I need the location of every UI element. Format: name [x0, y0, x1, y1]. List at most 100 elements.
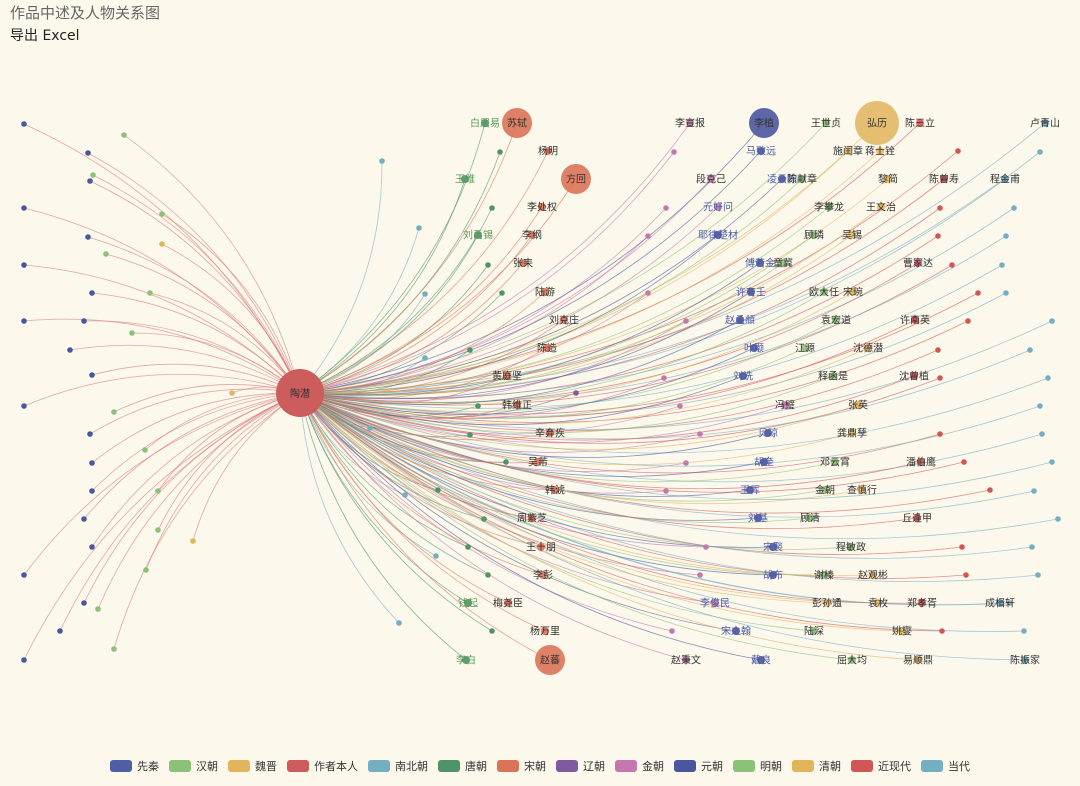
leaf-node-dot[interactable] [121, 132, 127, 138]
leaf-node-dot[interactable] [1021, 628, 1027, 634]
leaf-node-dot[interactable] [155, 488, 161, 494]
leaf-node-dot[interactable] [573, 390, 579, 396]
person-node[interactable]: 李处权 [527, 201, 557, 214]
person-node[interactable]: 刘禹锡 [463, 229, 493, 242]
person-node-circle[interactable] [917, 458, 925, 466]
leaf-node-dot[interactable] [1007, 600, 1013, 606]
leaf-node-dot[interactable] [937, 205, 943, 211]
leaf-node-dot[interactable] [661, 375, 667, 381]
person-node[interactable]: 李宣报 [675, 117, 705, 130]
legend-item[interactable]: 辽朝 [556, 758, 605, 774]
leaf-node-dot[interactable] [965, 318, 971, 324]
person-node[interactable]: 赵秉文 [671, 654, 701, 667]
person-node-circle[interactable] [801, 344, 809, 352]
leaf-node-dot[interactable] [499, 290, 505, 296]
leaf-node-dot[interactable] [95, 606, 101, 612]
person-node[interactable]: 李白 [456, 654, 476, 667]
person-node[interactable]: 袁枚 [868, 597, 888, 610]
leaf-node-dot[interactable] [669, 628, 675, 634]
legend-item[interactable]: 元朝 [674, 758, 723, 774]
person-node[interactable]: 傅若金 [745, 257, 775, 270]
legend-item[interactable]: 先秦 [110, 758, 159, 774]
person-node-circle[interactable] [464, 599, 472, 607]
leaf-node-dot[interactable] [416, 225, 422, 231]
person-node[interactable]: 许南英 [900, 314, 930, 327]
person-node[interactable]: 陆深 [804, 625, 824, 638]
leaf-node-dot[interactable] [489, 628, 495, 634]
person-node-circle[interactable] [876, 147, 884, 155]
person-node[interactable]: 黄庭坚 [492, 370, 522, 383]
legend-item[interactable]: 宋朝 [497, 758, 546, 774]
person-node[interactable]: 王文治 [866, 201, 896, 214]
person-node-circle[interactable] [504, 599, 512, 607]
person-node-circle[interactable] [798, 175, 806, 183]
person-node-circle[interactable] [714, 231, 722, 239]
person-node-circle[interactable] [769, 543, 777, 551]
person-node-circle[interactable] [528, 514, 536, 522]
leaf-node-dot[interactable] [67, 347, 73, 353]
person-node[interactable]: 辛弃疾 [535, 427, 565, 440]
person-node-circle[interactable] [749, 108, 779, 138]
person-node-circle[interactable] [914, 656, 922, 664]
person-node[interactable]: 顾璘 [804, 229, 824, 242]
person-node-circle[interactable] [810, 231, 818, 239]
person-node[interactable]: 刘基 [748, 512, 768, 525]
leaf-node-dot[interactable] [155, 527, 161, 533]
person-node[interactable]: 顾清 [800, 512, 820, 525]
person-node-circle[interactable] [474, 231, 482, 239]
person-node[interactable]: 胡布 [763, 569, 783, 582]
leaf-node-dot[interactable] [81, 600, 87, 606]
person-node-circle[interactable] [461, 175, 469, 183]
leaf-node-dot[interactable] [485, 262, 491, 268]
person-node-circle[interactable] [764, 429, 772, 437]
person-node-circle[interactable] [732, 627, 740, 635]
person-node[interactable]: 王十朋 [526, 541, 556, 554]
person-node-circle[interactable] [829, 372, 837, 380]
person-node-circle[interactable] [503, 372, 511, 380]
person-node-circle[interactable] [534, 458, 542, 466]
person-node-circle[interactable] [810, 627, 818, 635]
person-node[interactable]: 李攀龙 [814, 201, 844, 214]
leaf-node-dot[interactable] [87, 431, 93, 437]
person-node[interactable]: 王维 [455, 173, 475, 186]
leaf-node-dot[interactable] [497, 149, 503, 155]
person-node[interactable]: 屈大均 [837, 654, 867, 667]
person-node-circle[interactable] [519, 259, 527, 267]
person-node-circle[interactable] [778, 175, 786, 183]
person-node[interactable]: 马致远 [746, 145, 776, 158]
leaf-node-dot[interactable] [987, 487, 993, 493]
legend-item[interactable]: 南北朝 [368, 758, 428, 774]
leaf-node-dot[interactable] [1049, 318, 1055, 324]
leaf-node-dot[interactable] [645, 290, 651, 296]
leaf-node-dot[interactable] [433, 553, 439, 559]
person-node[interactable]: 宋琬 [843, 286, 863, 299]
person-node[interactable]: 姚燮 [892, 625, 912, 638]
leaf-node-dot[interactable] [1029, 544, 1035, 550]
person-node[interactable]: 苏轼 [502, 108, 532, 138]
leaf-node-dot[interactable] [1039, 431, 1045, 437]
person-node[interactable]: 宋之翰 [721, 625, 751, 638]
leaf-node-dot[interactable] [697, 572, 703, 578]
leaf-node-dot[interactable] [90, 172, 96, 178]
leaf-node-dot[interactable] [1003, 233, 1009, 239]
person-node[interactable]: 赵孟頫 [725, 314, 755, 327]
person-node-circle[interactable] [561, 164, 591, 194]
leaf-node-dot[interactable] [1031, 488, 1037, 494]
person-node-circle[interactable] [757, 147, 765, 155]
person-node-circle[interactable] [996, 599, 1004, 607]
legend-item[interactable]: 汉朝 [169, 758, 218, 774]
person-node-circle[interactable] [739, 372, 747, 380]
person-node[interactable]: 丘逢甲 [902, 513, 932, 525]
person-node[interactable]: 陈曾寿 [929, 173, 959, 186]
leaf-node-dot[interactable] [21, 121, 27, 127]
leaf-node-dot[interactable] [975, 290, 981, 296]
leaf-node-dot[interactable] [379, 158, 385, 164]
leaf-node-dot[interactable] [89, 488, 95, 494]
person-node[interactable]: 方回 [561, 164, 591, 194]
person-node-circle[interactable] [539, 571, 547, 579]
person-node-circle[interactable] [940, 175, 948, 183]
leaf-node-dot[interactable] [85, 150, 91, 156]
leaf-node-dot[interactable] [671, 149, 677, 155]
leaf-node-dot[interactable] [955, 148, 961, 154]
person-node[interactable]: 释函是 [818, 370, 848, 383]
